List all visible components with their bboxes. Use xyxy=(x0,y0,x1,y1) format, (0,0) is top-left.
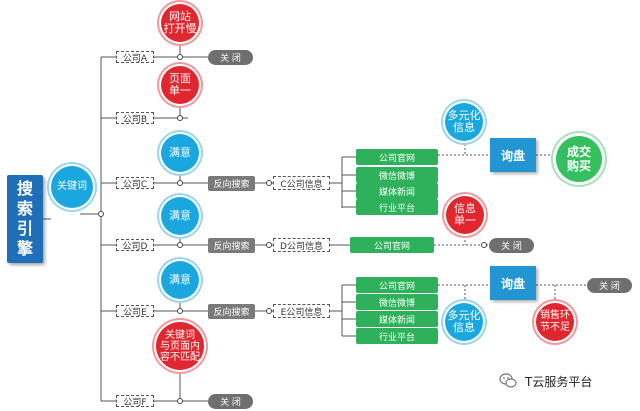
sales-insufficient-node: 销售环 节不足 xyxy=(536,303,574,341)
junction-dot xyxy=(177,54,183,60)
reverse-search-c: 反向搜索 xyxy=(208,176,255,191)
channel-media-news-c: 媒体新闻 xyxy=(356,183,438,199)
close-node-e: 关 闭 xyxy=(587,278,632,293)
satisfied-node-e: 满意 xyxy=(161,261,199,299)
junction-dot xyxy=(266,180,272,186)
channel-official-site-e: 公司官网 xyxy=(356,277,438,293)
close-node-a: 关 闭 xyxy=(208,50,253,65)
junction-dot xyxy=(177,308,183,314)
company-e-info: E公司信息 xyxy=(273,304,330,318)
watermark: T云服务平台 xyxy=(499,370,634,392)
junction-dot xyxy=(481,242,487,248)
close-node-d: 关 闭 xyxy=(489,238,534,253)
search-engine-node: 搜 索 引 擎 xyxy=(7,175,43,263)
watermark-text: T云服务平台 xyxy=(525,374,593,389)
page-single-node: 页面 单一 xyxy=(161,66,199,104)
website-slow-node: 网站 打开慢 xyxy=(161,4,199,42)
info-single-node: 信息 单一 xyxy=(446,196,484,234)
diversified-info-node-e: 多元化 信息 xyxy=(445,303,483,341)
channel-official-site-c: 公司官网 xyxy=(356,149,438,165)
junction-dot xyxy=(98,211,104,217)
channel-industry-platform-c: 行业平台 xyxy=(356,199,438,215)
company-b-node: 公司B xyxy=(116,112,154,125)
channel-wechat-weibo-e: 微信微博 xyxy=(356,294,438,310)
channel-official-site-d: 公司官网 xyxy=(350,237,434,253)
junction-dot xyxy=(266,308,272,314)
company-d-info: D公司信息 xyxy=(273,238,330,252)
company-e-node: 公司E xyxy=(116,305,154,318)
channel-industry-platform-e: 行业平台 xyxy=(356,328,438,344)
company-c-info: C公司信息 xyxy=(273,176,330,190)
wechat-icon xyxy=(499,373,517,388)
channel-media-news-e: 媒体新闻 xyxy=(356,311,438,327)
keyword-node: 关键词 xyxy=(51,166,93,208)
junction-dot xyxy=(177,398,183,404)
company-a-node: 公司A xyxy=(116,51,154,64)
channel-wechat-weibo-c: 微信微博 xyxy=(356,167,438,183)
reverse-search-e: 反向搜索 xyxy=(208,304,255,319)
diversified-info-node-c: 多元化 信息 xyxy=(445,103,483,141)
keyword-mismatch-node: 关键词 与页面内 容不匹配 xyxy=(156,322,204,370)
close-node-f: 关 闭 xyxy=(208,394,253,409)
deal-purchase-node: 成交 购买 xyxy=(556,136,602,182)
inquiry-node-e: 询盘 xyxy=(490,266,536,300)
junction-dot xyxy=(177,180,183,186)
junction-dot xyxy=(177,115,183,121)
junction-dot xyxy=(177,242,183,248)
satisfied-node-d: 满意 xyxy=(161,197,199,235)
company-c-node: 公司C xyxy=(116,177,154,190)
satisfied-node-c: 满意 xyxy=(161,134,199,172)
company-f-node: 公司F xyxy=(116,395,154,408)
junction-dot xyxy=(266,242,272,248)
reverse-search-d: 反向搜索 xyxy=(208,238,255,253)
inquiry-node-c: 询盘 xyxy=(490,138,536,172)
company-d-node: 公司D xyxy=(116,239,154,252)
